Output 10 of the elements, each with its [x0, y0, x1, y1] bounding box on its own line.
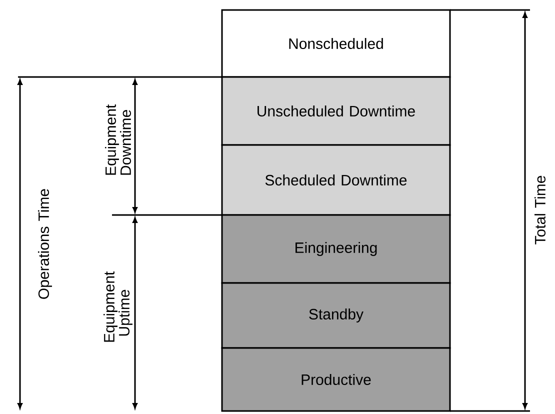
time-category-box: Scheduled Downtime: [221, 144, 451, 216]
dimension-label: Equipment Downtime: [105, 104, 131, 175]
time-category-box: Nonscheduled: [221, 9, 451, 78]
time-category-box: Unscheduled Downtime: [221, 76, 451, 146]
dimension-label: Equipment Uptime: [104, 271, 132, 342]
time-category-box: Eingineering: [221, 214, 451, 284]
time-category-box: Standby: [221, 282, 451, 349]
dimension-label: Operations Time: [38, 189, 52, 299]
time-category-box: Productive: [221, 347, 451, 412]
dimension-label: Total Time: [534, 176, 546, 244]
